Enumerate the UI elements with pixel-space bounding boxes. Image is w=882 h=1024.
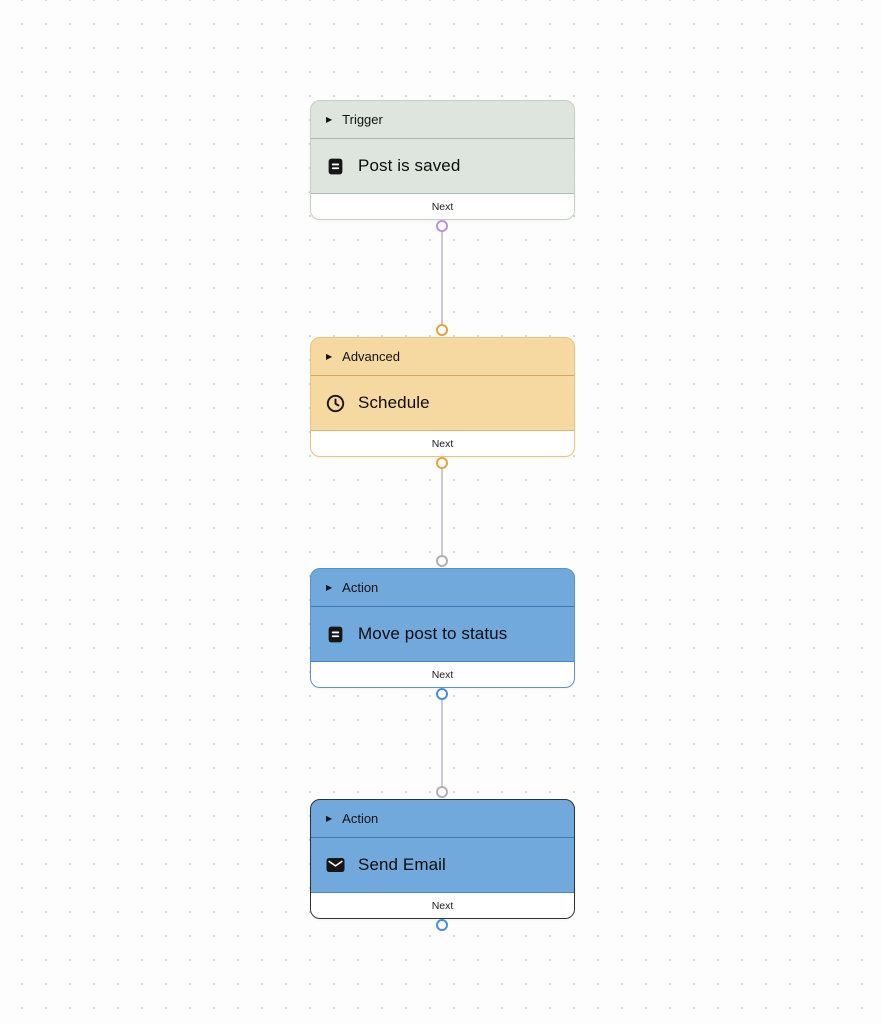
edge-action1-to-action2 xyxy=(441,694,443,792)
node-title: Schedule xyxy=(358,393,430,412)
workflow-node-action-send-email[interactable]: ▶ Action Send Email Next xyxy=(310,799,575,919)
collapse-triangle-icon[interactable]: ▶ xyxy=(326,813,333,823)
input-handle-advanced[interactable] xyxy=(436,324,448,336)
output-handle-trigger[interactable] xyxy=(436,220,448,232)
clock-icon xyxy=(326,394,345,413)
node-body[interactable]: Schedule xyxy=(311,376,574,430)
node-body[interactable]: Send Email xyxy=(311,838,574,892)
node-header[interactable]: ▶ Action xyxy=(311,800,574,838)
node-title: Send Email xyxy=(358,855,446,874)
workflow-node-action-move-post[interactable]: ▶ Action Move post to status Next xyxy=(310,568,575,688)
input-handle-action2[interactable] xyxy=(436,786,448,798)
collapse-triangle-icon[interactable]: ▶ xyxy=(326,582,333,592)
node-category-label: Action xyxy=(342,811,379,826)
node-category-label: Advanced xyxy=(342,349,400,364)
next-label: Next xyxy=(431,668,454,681)
workflow-node-advanced[interactable]: ▶ Advanced Schedule Next xyxy=(310,337,575,457)
output-handle-action2[interactable] xyxy=(436,919,448,931)
node-title: Post is saved xyxy=(358,156,461,175)
edge-advanced-to-action1 xyxy=(441,463,443,561)
workflow-node-trigger[interactable]: ▶ Trigger Post is saved Next xyxy=(310,100,575,220)
node-header[interactable]: ▶ Advanced xyxy=(311,338,574,376)
next-label: Next xyxy=(431,899,454,912)
input-handle-action1[interactable] xyxy=(436,555,448,567)
node-body[interactable]: Post is saved xyxy=(311,139,574,193)
document-icon xyxy=(326,157,345,176)
node-footer-next[interactable]: Next xyxy=(311,193,574,219)
collapse-triangle-icon[interactable]: ▶ xyxy=(326,114,333,124)
node-header[interactable]: ▶ Action xyxy=(311,569,574,607)
edge-trigger-to-advanced xyxy=(441,226,443,330)
next-label: Next xyxy=(431,437,454,450)
document-icon xyxy=(326,625,345,644)
node-footer-next[interactable]: Next xyxy=(311,430,574,456)
output-handle-action1[interactable] xyxy=(436,688,448,700)
next-label: Next xyxy=(431,200,454,213)
node-category-label: Action xyxy=(342,580,379,595)
node-title: Move post to status xyxy=(358,624,508,643)
node-footer-next[interactable]: Next xyxy=(311,661,574,687)
envelope-icon xyxy=(326,857,345,873)
node-header[interactable]: ▶ Trigger xyxy=(311,101,574,139)
output-handle-advanced[interactable] xyxy=(436,457,448,469)
node-category-label: Trigger xyxy=(342,112,383,127)
collapse-triangle-icon[interactable]: ▶ xyxy=(326,351,333,361)
node-footer-next[interactable]: Next xyxy=(311,892,574,918)
node-body[interactable]: Move post to status xyxy=(311,607,574,661)
